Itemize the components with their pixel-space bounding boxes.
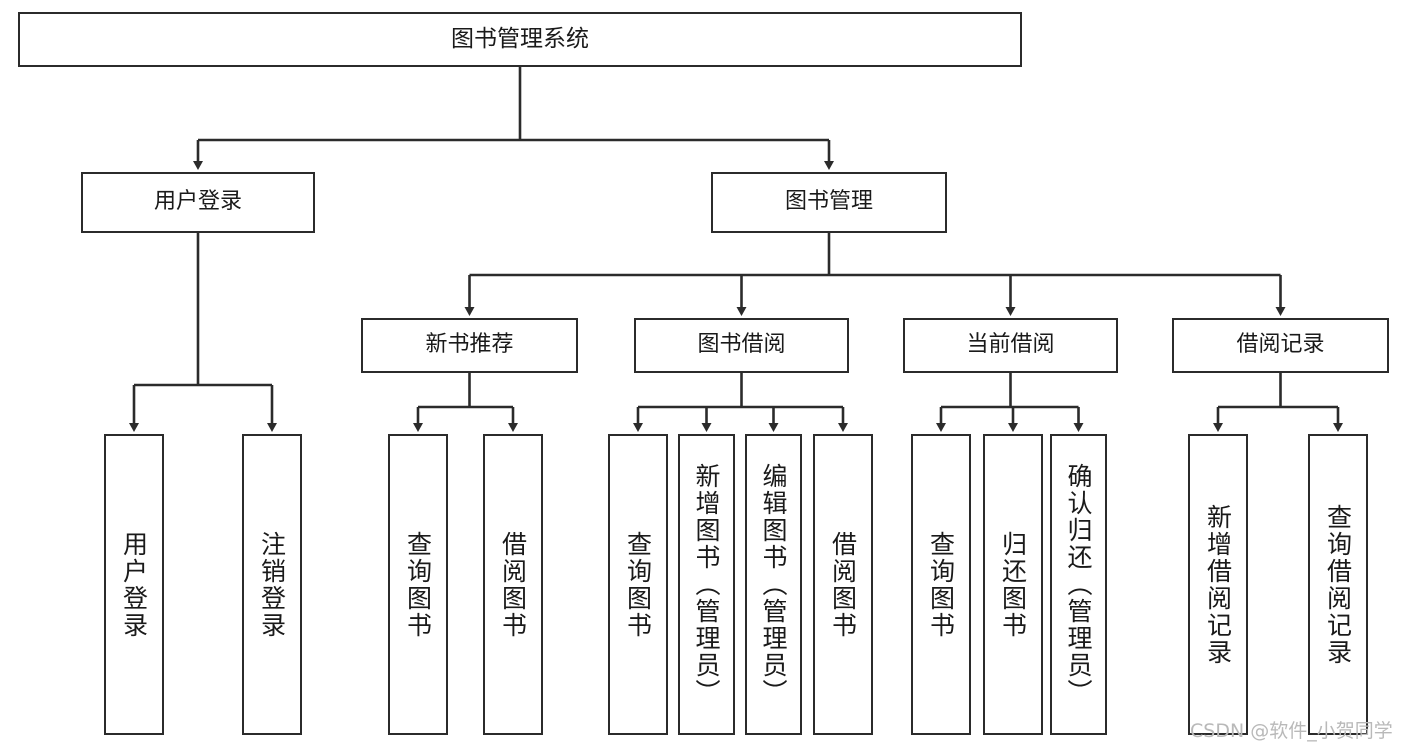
leaf-node-7[interactable]: 借阅图书 <box>813 434 873 735</box>
root-node-label: 图书管理系统 <box>451 25 589 52</box>
leaf-node-3-label: 借阅图书 <box>498 530 528 639</box>
leaf-node-6-label: 编辑图书（管理员） <box>759 463 788 706</box>
leaf-node-9[interactable]: 归还图书 <box>983 434 1043 735</box>
leaf-node-6[interactable]: 编辑图书（管理员） <box>745 434 802 735</box>
level2-node-0[interactable]: 用户登录 <box>81 172 315 233</box>
level3-node-0[interactable]: 新书推荐 <box>361 318 578 373</box>
leaf-node-1-label: 注销登录 <box>257 530 287 639</box>
level2-node-1[interactable]: 图书管理 <box>711 172 947 233</box>
leaf-node-3[interactable]: 借阅图书 <box>483 434 543 735</box>
leaf-node-12-label: 查询借阅记录 <box>1323 503 1353 666</box>
level2-node-0-label: 用户登录 <box>153 189 242 215</box>
leaf-node-9-label: 归还图书 <box>998 530 1028 639</box>
edge-bookmgmt-to-level3 <box>464 233 1286 316</box>
level3-node-2[interactable]: 当前借阅 <box>903 318 1118 373</box>
leaf-node-1[interactable]: 注销登录 <box>242 434 302 735</box>
leaf-node-10-label: 确认归还（管理员） <box>1064 463 1093 706</box>
level3-node-3-label: 借阅记录 <box>1236 332 1325 358</box>
level3-node-1[interactable]: 图书借阅 <box>634 318 849 373</box>
edge-newbook-to-leaves <box>413 373 518 432</box>
edge-userlogin-to-leaves <box>129 233 277 432</box>
level3-node-3[interactable]: 借阅记录 <box>1172 318 1389 373</box>
leaf-node-8-label: 查询图书 <box>926 530 956 639</box>
edge-records-to-leaves <box>1213 373 1343 432</box>
leaf-node-8[interactable]: 查询图书 <box>911 434 971 735</box>
leaf-node-7-label: 借阅图书 <box>828 530 858 639</box>
level3-node-2-label: 当前借阅 <box>966 332 1055 358</box>
leaf-node-4-label: 查询图书 <box>623 530 653 639</box>
leaf-node-2[interactable]: 查询图书 <box>388 434 448 735</box>
leaf-node-2-label: 查询图书 <box>403 530 433 639</box>
leaf-node-0[interactable]: 用户登录 <box>104 434 164 735</box>
leaf-node-12[interactable]: 查询借阅记录 <box>1308 434 1368 735</box>
edge-root-to-level2 <box>193 67 834 170</box>
level3-node-1-label: 图书借阅 <box>697 332 786 358</box>
level2-node-1-label: 图书管理 <box>784 189 873 215</box>
leaf-node-10[interactable]: 确认归还（管理员） <box>1050 434 1107 735</box>
root-node[interactable]: 图书管理系统 <box>18 12 1022 67</box>
edge-borrow-to-leaves <box>633 373 848 432</box>
leaf-node-4[interactable]: 查询图书 <box>608 434 668 735</box>
leaf-node-0-label: 用户登录 <box>119 530 149 639</box>
leaf-node-11[interactable]: 新增借阅记录 <box>1188 434 1248 735</box>
level3-node-0-label: 新书推荐 <box>425 332 514 358</box>
leaf-node-11-label: 新增借阅记录 <box>1203 503 1233 666</box>
leaf-node-5-label: 新增图书（管理员） <box>692 463 721 706</box>
leaf-node-5[interactable]: 新增图书（管理员） <box>678 434 735 735</box>
edge-current-to-leaves <box>936 373 1084 432</box>
